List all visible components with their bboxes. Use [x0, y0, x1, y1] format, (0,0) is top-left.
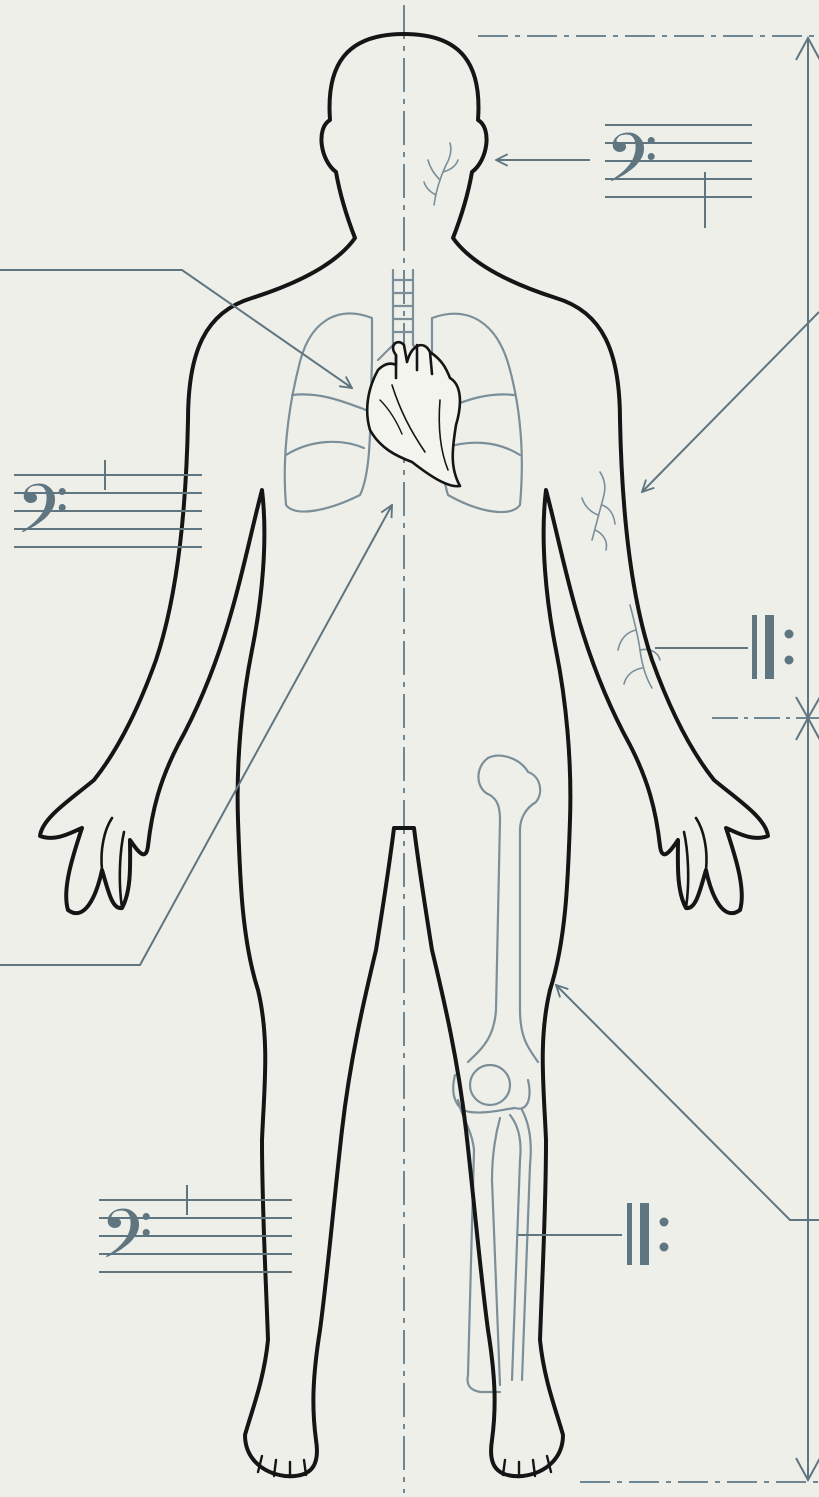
face-veins: [424, 143, 458, 205]
leader-lines: [0, 160, 819, 1235]
bass-clef-face: 𝄢: [605, 120, 658, 215]
patella: [470, 1065, 510, 1105]
upper-arm-veins: [582, 472, 615, 550]
lower-left-leader: [0, 505, 392, 965]
leg-leader: [556, 985, 819, 1220]
heart: [367, 342, 460, 486]
repeat-sign-forearm: [752, 615, 794, 679]
dimension-line: [796, 38, 819, 1480]
guides: [404, 5, 819, 1493]
repeat-sign-fibula: [627, 1203, 669, 1265]
heart-leader: [0, 270, 352, 388]
arm-leader: [642, 312, 819, 492]
bass-clef-heart: 𝄢: [16, 471, 69, 566]
left-lung: [285, 314, 372, 512]
bass-clef-leg: 𝄢: [100, 1196, 153, 1291]
fibula: [510, 1110, 531, 1380]
femur: [468, 756, 540, 1062]
